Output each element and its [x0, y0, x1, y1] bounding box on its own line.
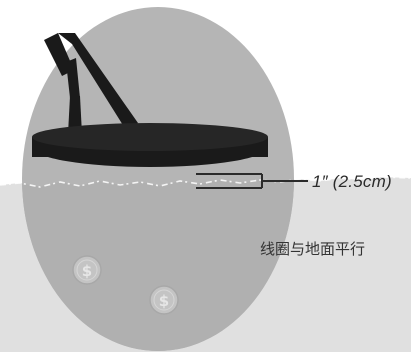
coil-height-label: 1″ (2.5cm)	[312, 172, 392, 191]
metal-detector-icon	[32, 33, 268, 167]
gap-bracket-icon	[196, 173, 308, 189]
caption-text: 线圈与地面平行	[260, 240, 366, 258]
coin-icon: $	[72, 255, 102, 285]
coin-symbol: $	[159, 292, 169, 310]
coin-icon: $	[149, 285, 179, 315]
coin-symbol: $	[82, 262, 92, 280]
